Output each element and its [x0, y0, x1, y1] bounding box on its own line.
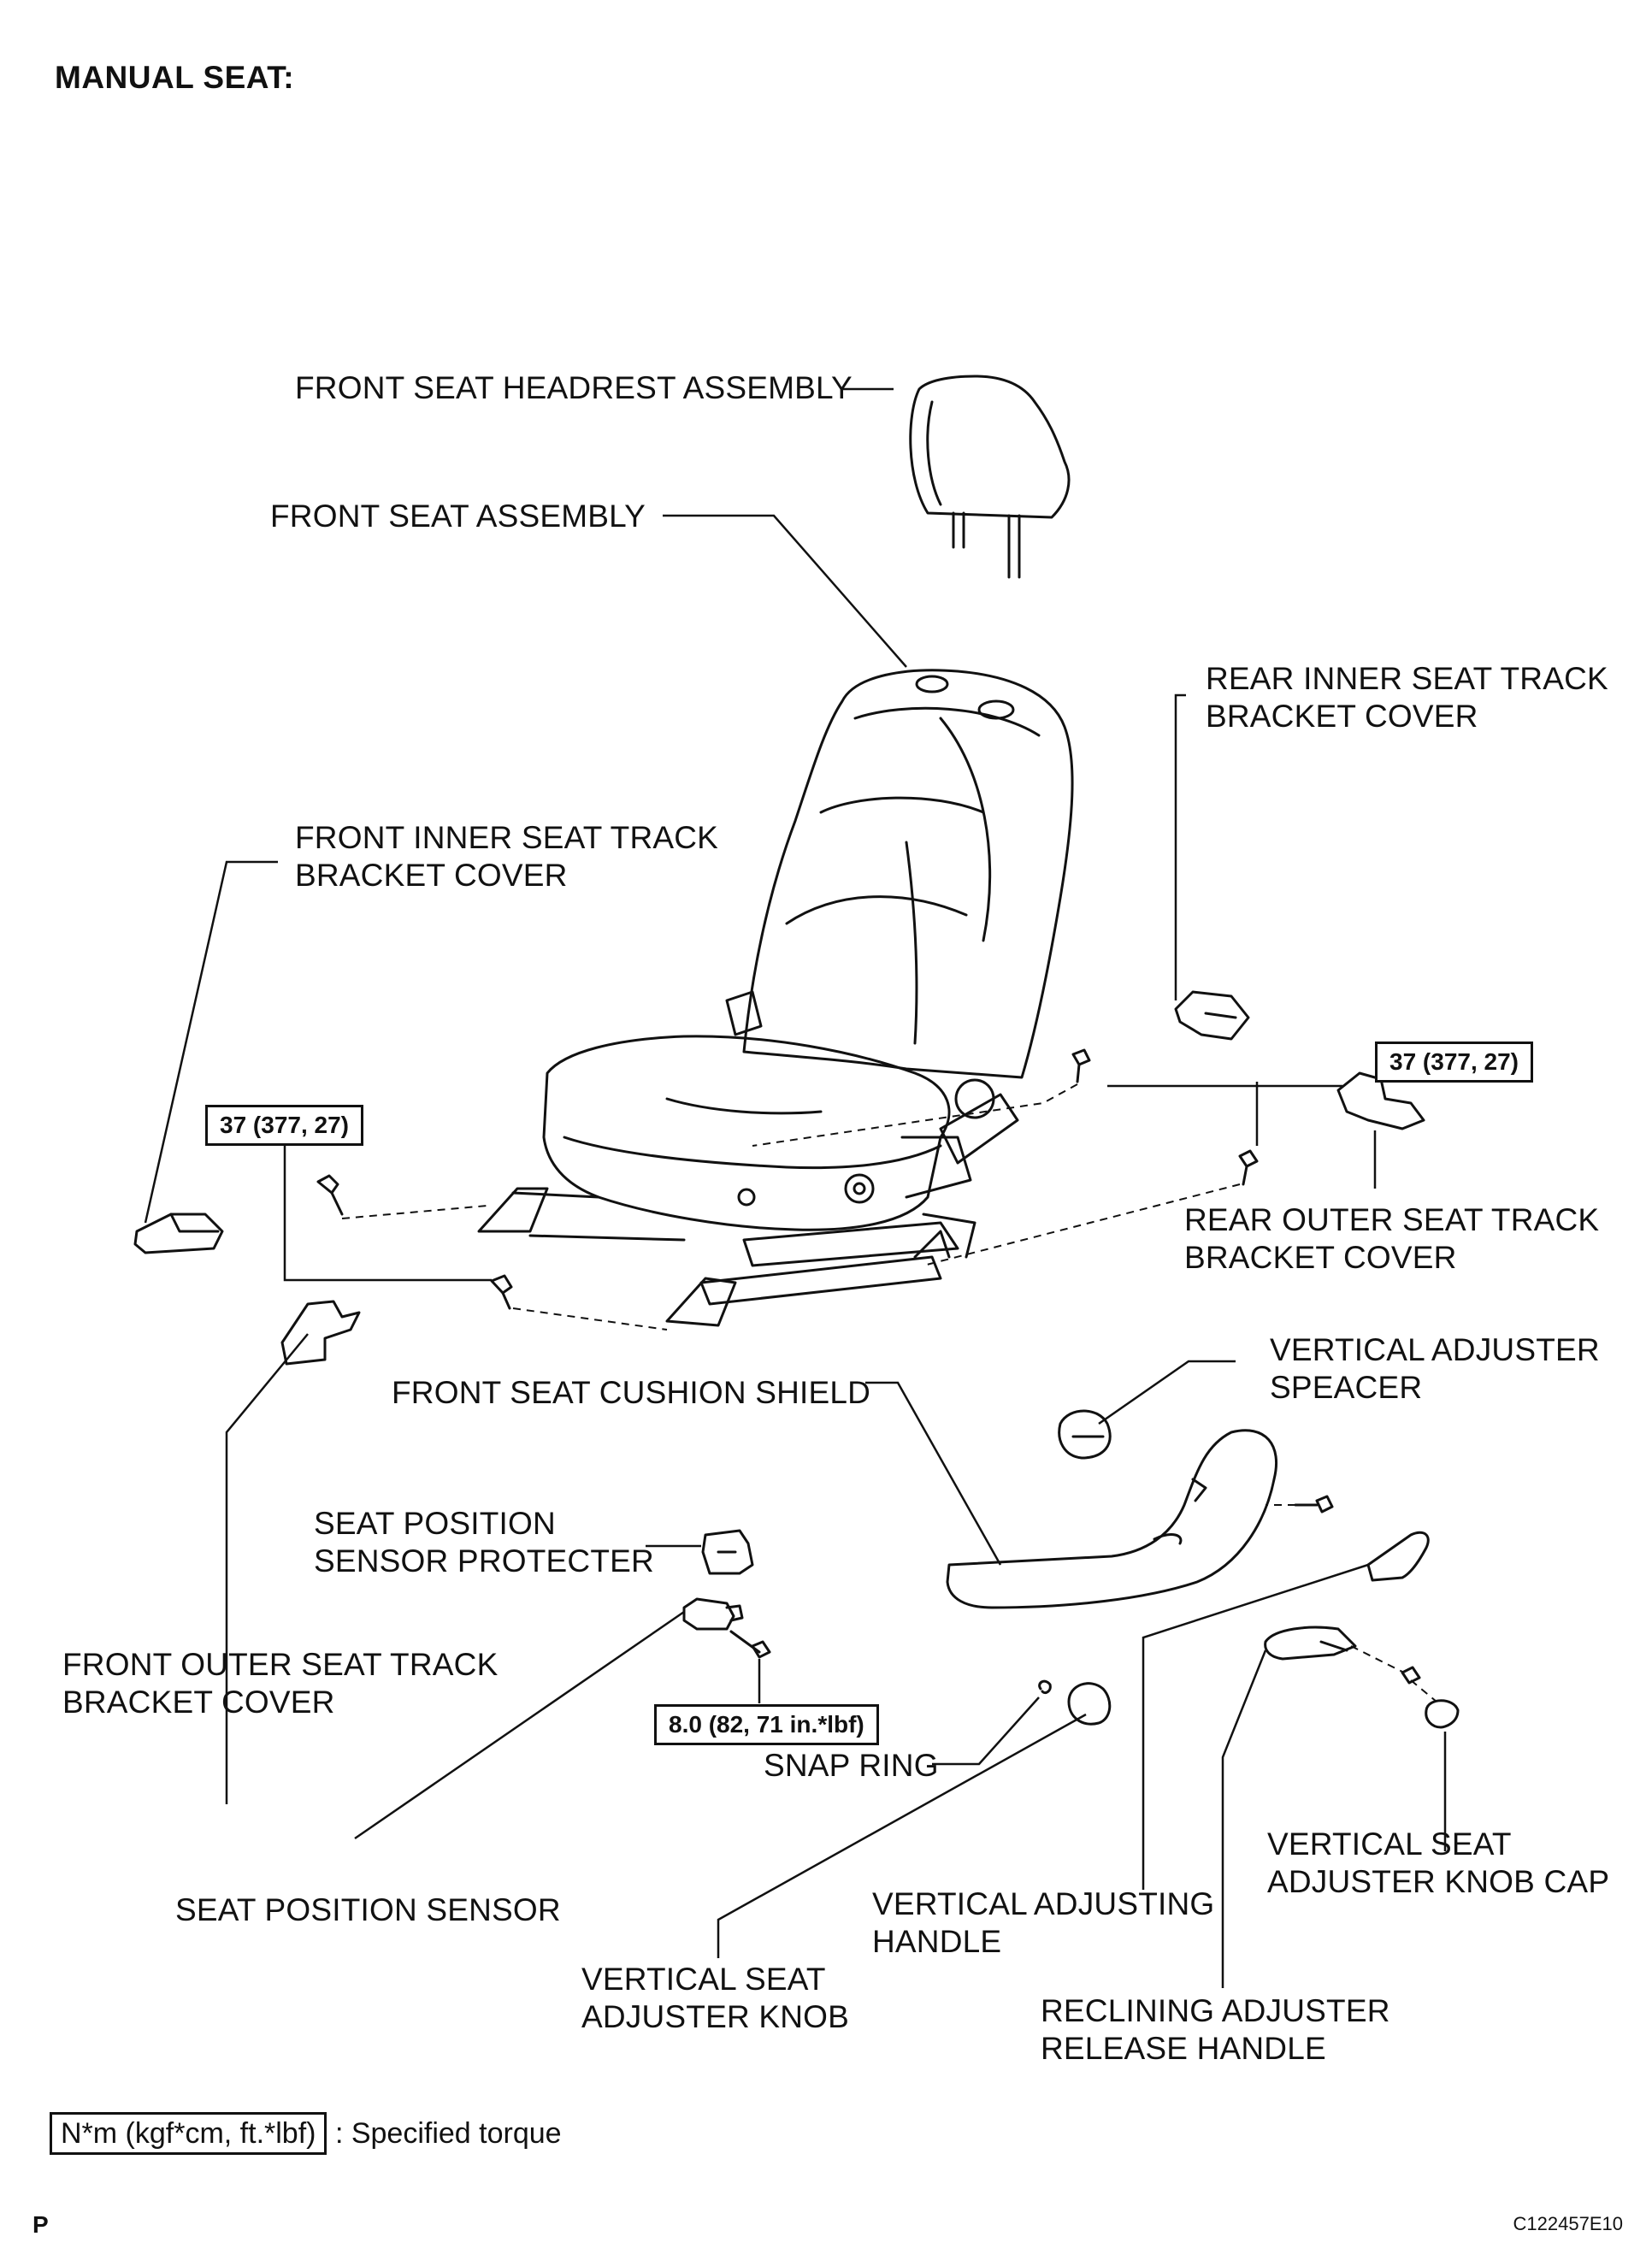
seat-rail-part — [477, 1187, 976, 1327]
seat-sensor-part — [682, 1597, 744, 1631]
rear-outer-cover-part — [1336, 1071, 1425, 1130]
knob-cap-part — [1425, 1699, 1460, 1729]
sensor-protecter-part — [701, 1529, 754, 1575]
adjuster-spacer-part — [1058, 1409, 1112, 1460]
label-rear-inner-cover: REAR INNER SEAT TRACK BRACKET COVER — [1206, 661, 1608, 734]
label-headrest: FRONT SEAT HEADREST ASSEMBLY — [295, 370, 853, 405]
label-sensor-protecter: SEAT POSITION SENSOR PROTECTER — [314, 1506, 654, 1579]
seat-back-part — [725, 669, 1074, 1079]
torque-left: 37 (377, 27) — [205, 1105, 363, 1146]
snap-ring-part — [1038, 1679, 1052, 1695]
label-front-inner-cover: FRONT INNER SEAT TRACK BRACKET COVER — [295, 820, 719, 893]
footer-figure-id: C122457E10 — [1513, 2213, 1623, 2234]
label-rear-outer-cover: REAR OUTER SEAT TRACK BRACKET COVER — [1184, 1202, 1600, 1275]
adjuster-knob-part — [1067, 1682, 1112, 1726]
label-adjuster-knob: VERTICAL SEAT ADJUSTER KNOB — [581, 1962, 850, 2034]
label-reclining-handle: RECLINING ADJUSTER RELEASE HANDLE — [1041, 1993, 1390, 2066]
reclining-handle-part — [1366, 1531, 1430, 1582]
bolt-parts — [316, 1048, 1421, 1685]
legend-box: N*m (kgf*cm, ft.*lbf) — [50, 2112, 327, 2155]
rear-inner-cover-part — [1174, 990, 1250, 1041]
page-title: MANUAL SEAT: — [55, 60, 295, 95]
seat-cushion-part — [542, 1035, 1019, 1231]
label-seat-position-sensor: SEAT POSITION SENSOR — [175, 1892, 561, 1927]
label-vertical-adjusting-handle: VERTICAL ADJUSTING HANDLE — [872, 1886, 1215, 1959]
torque-right: 37 (377, 27) — [1375, 1042, 1533, 1083]
torque-legend: N*m (kgf*cm, ft.*lbf) : Specified torque — [50, 2112, 562, 2155]
label-snap-ring: SNAP RING — [764, 1748, 939, 1783]
torque-sensor: 8.0 (82, 71 in.*lbf) — [654, 1704, 879, 1745]
front-inner-cover-part — [133, 1213, 224, 1254]
label-knob-cap: VERTICAL SEAT ADJUSTER KNOB CAP — [1267, 1826, 1610, 1899]
headrest-part — [909, 375, 1071, 579]
label-front-outer-cover: FRONT OUTER SEAT TRACK BRACKET COVER — [62, 1647, 499, 1720]
label-seat-assembly: FRONT SEAT ASSEMBLY — [270, 499, 646, 534]
label-cushion-shield: FRONT SEAT CUSHION SHIELD — [392, 1375, 871, 1410]
vertical-handle-part — [1264, 1626, 1357, 1661]
cushion-shield-part — [946, 1429, 1278, 1609]
legend-text: : Specified torque — [334, 2117, 562, 2150]
front-outer-cover-part — [280, 1300, 361, 1366]
footer-section-code: P — [32, 2211, 49, 2238]
label-adjuster-spacer: VERTICAL ADJUSTER SPEACER — [1270, 1332, 1600, 1405]
